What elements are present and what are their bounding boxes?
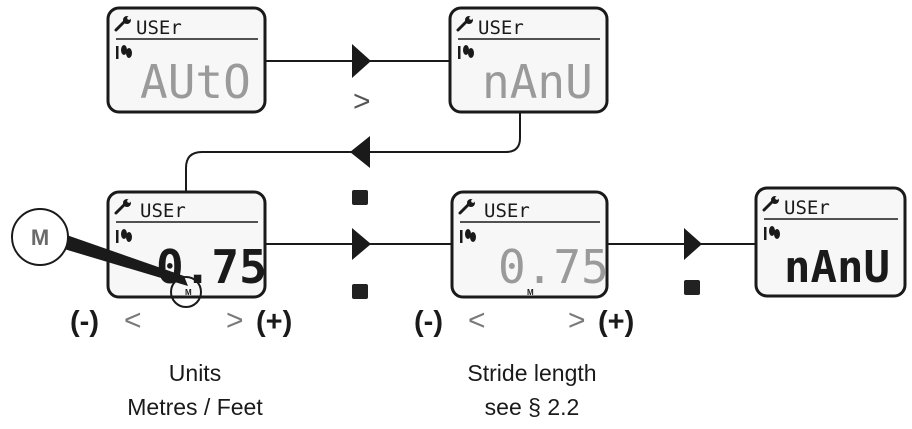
screen-auto: USEr AUtO bbox=[106, 6, 267, 114]
stride-caption-sub: see § 2.2 bbox=[484, 394, 580, 420]
units-plus-label: (+) bbox=[256, 306, 293, 338]
screen-header: USEr bbox=[484, 200, 530, 222]
screen-manu: USEr nAnU bbox=[448, 6, 609, 114]
screen-header: USEr bbox=[140, 200, 186, 222]
triangle-arrow-icon bbox=[350, 136, 370, 168]
unit-label: M bbox=[527, 288, 534, 297]
units-caption-sub: Metres / Feet bbox=[127, 394, 263, 420]
footprints-icon bbox=[458, 45, 474, 59]
triangle-arrow-icon bbox=[684, 228, 702, 260]
mode-arrow: > bbox=[353, 85, 371, 118]
units-right-chevron-icon: > bbox=[226, 304, 244, 337]
stride-plus-label: (+) bbox=[598, 306, 635, 338]
footprints-icon bbox=[116, 45, 132, 59]
footprints-icon bbox=[116, 229, 132, 243]
screen-stride: USEr 0.75 M bbox=[450, 190, 609, 299]
triangle-arrow-icon bbox=[352, 44, 371, 78]
screen-frame bbox=[106, 6, 267, 114]
screen-header: USEr bbox=[478, 17, 524, 39]
triangle-arrow-icon bbox=[352, 228, 371, 260]
wrench-icon bbox=[456, 16, 473, 32]
screen-frame bbox=[448, 6, 609, 114]
connector-manu-return bbox=[370, 112, 521, 153]
callout-circle bbox=[11, 208, 69, 266]
wrench-icon bbox=[762, 196, 779, 212]
wrench-icon bbox=[114, 199, 131, 215]
callout-letter: M bbox=[31, 225, 49, 250]
screen-units: USEr 0.75 M bbox=[106, 190, 267, 299]
callout-target-ring bbox=[170, 276, 202, 308]
screen-value: nAnU bbox=[784, 242, 890, 293]
footprints-icon bbox=[460, 229, 476, 243]
screen-header: USEr bbox=[784, 197, 830, 219]
connector-return-to-units bbox=[185, 151, 352, 192]
square-button-icon bbox=[352, 190, 368, 205]
stride-minus-label: (-) bbox=[414, 306, 443, 338]
footprints-icon bbox=[764, 226, 780, 240]
unit-label: M bbox=[185, 288, 192, 297]
stride-right-chevron-icon: > bbox=[568, 304, 586, 337]
units-left-chevron-icon: < bbox=[124, 304, 142, 337]
stride-caption-title: Stride length bbox=[467, 360, 597, 386]
callout-pointer bbox=[54, 232, 188, 286]
screen-frame bbox=[450, 190, 609, 299]
square-button-icon bbox=[352, 284, 368, 299]
wrench-icon bbox=[114, 16, 131, 32]
screen-value: 0.75 bbox=[156, 240, 267, 294]
screen-final-manu: USEr nAnU bbox=[754, 186, 907, 298]
wrench-icon bbox=[458, 199, 475, 215]
connector-lines bbox=[185, 60, 756, 245]
square-button-icon bbox=[684, 280, 700, 295]
screen-header: USEr bbox=[136, 17, 182, 39]
m-callout: M bbox=[11, 208, 202, 308]
units-minus-label: (-) bbox=[70, 306, 99, 338]
screen-value: 0.75 bbox=[498, 240, 609, 294]
screen-value: AUtO bbox=[140, 55, 251, 109]
screen-value: nAnU bbox=[482, 55, 593, 109]
units-caption-title: Units bbox=[168, 360, 222, 386]
screen-frame bbox=[754, 186, 907, 298]
stride-left-chevron-icon: < bbox=[468, 304, 486, 337]
